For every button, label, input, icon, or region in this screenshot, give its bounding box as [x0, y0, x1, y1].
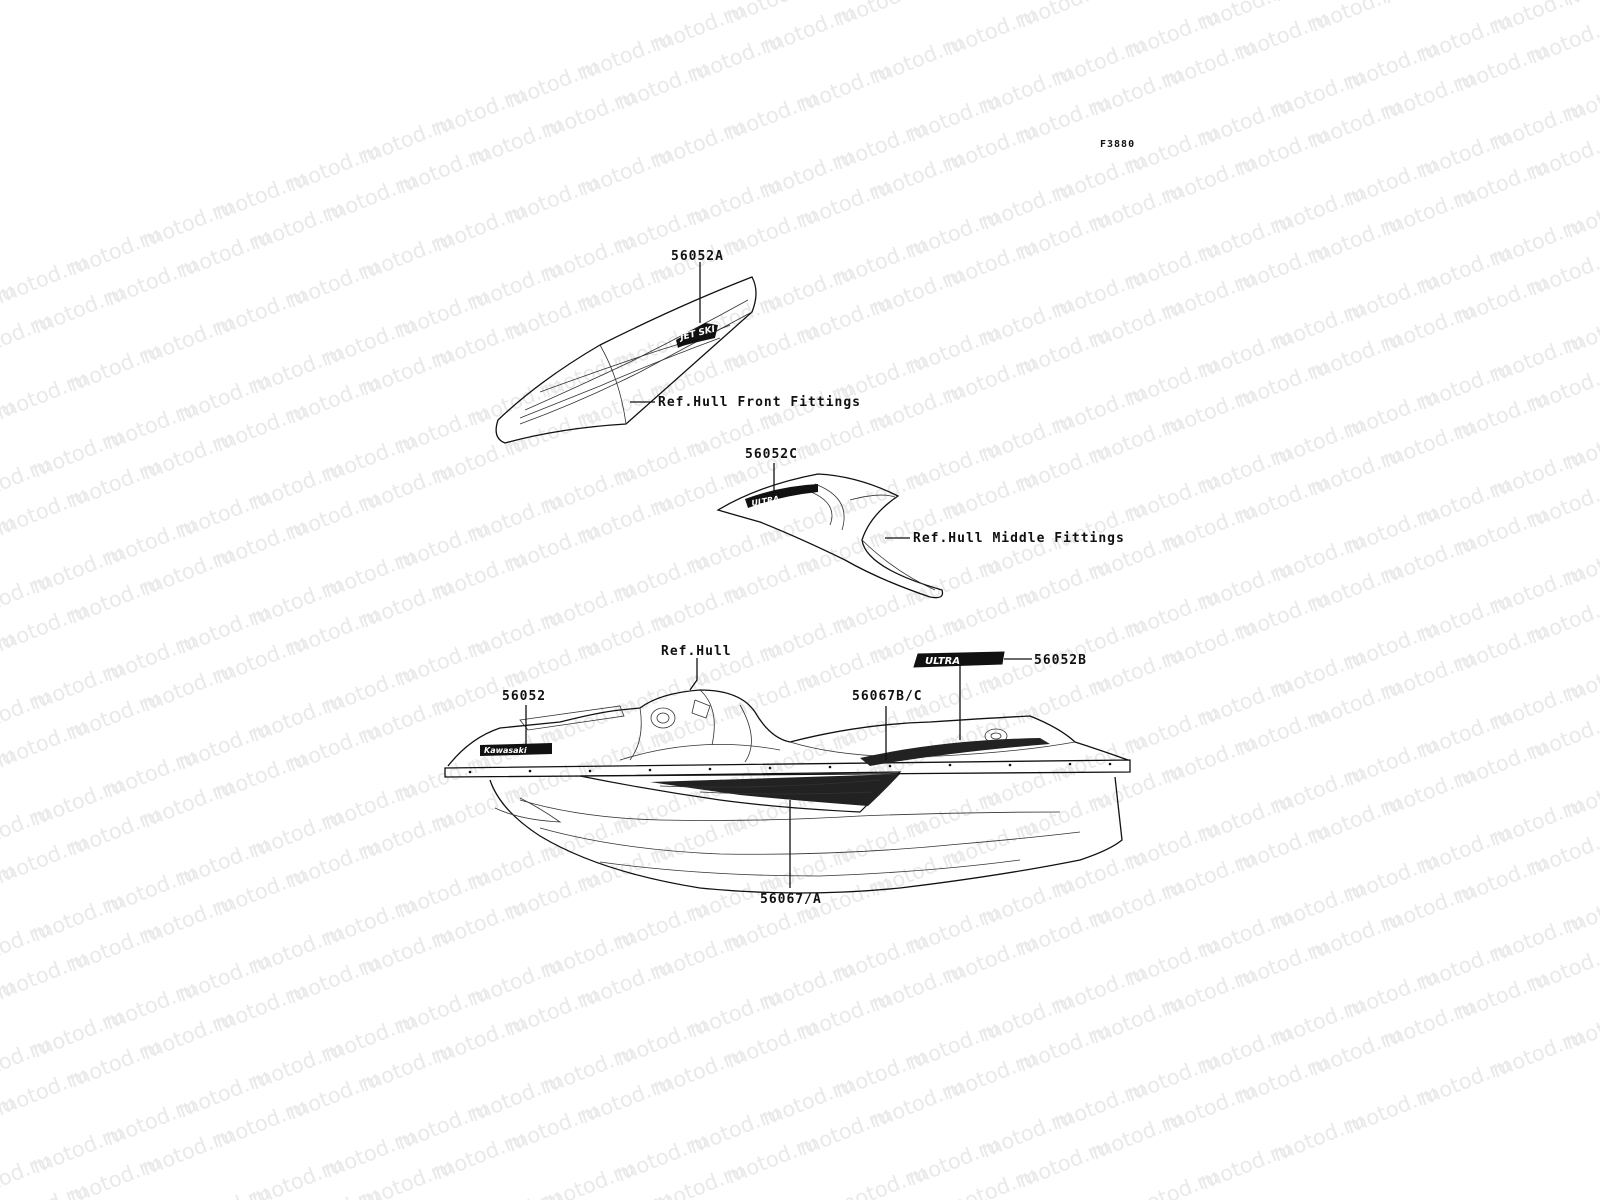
middle-fitting-drawing: ULTRA — [716, 473, 944, 599]
decal-56052B-drawing: ULTRA — [913, 651, 1005, 668]
front-fitting-drawing: JET SKI — [495, 276, 757, 444]
ref-hull-front-fittings-label: Ref.Hull Front Fittings — [658, 395, 861, 410]
part-56052-label: 56052 — [502, 689, 546, 704]
part-56052A-label: 56052A — [671, 249, 724, 264]
leader-ref-hull — [689, 658, 698, 691]
part-56067BC-label: 56067B/C — [852, 689, 923, 704]
ref-hull-label: Ref.Hull — [661, 644, 732, 659]
part-56052C-label: 56052C — [745, 447, 798, 462]
hull-drawing: Kawasaki — [444, 689, 1131, 894]
part-56052B-label: 56052B — [1034, 653, 1087, 668]
side-logo-decal: ULTRA — [925, 656, 960, 667]
part-56067A-label: 56067/A — [760, 892, 822, 907]
brand-decal: Kawasaki — [484, 746, 527, 755]
ref-hull-middle-fittings-label: Ref.Hull Middle Fittings — [913, 531, 1125, 546]
figure-code: F3880 — [1100, 139, 1135, 150]
